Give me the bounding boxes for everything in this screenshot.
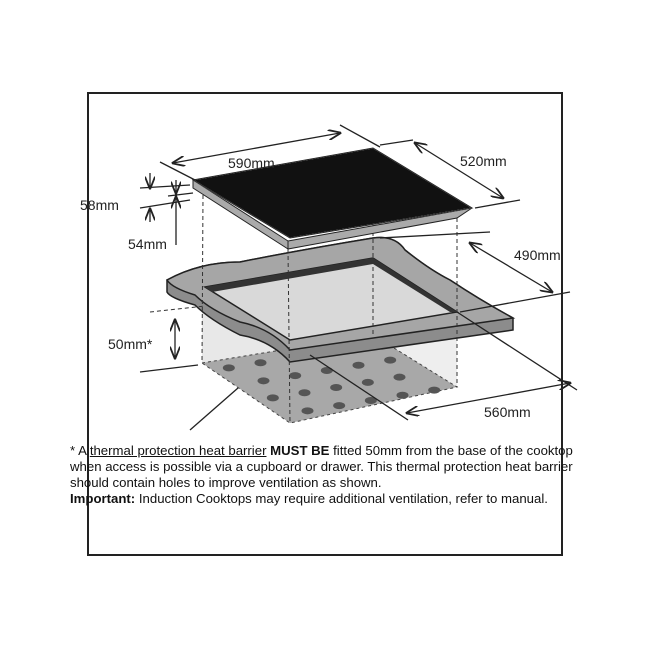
dimension-lines	[139, 124, 578, 431]
note-text: fitted 50mm from the base of the cooktop…	[70, 443, 573, 490]
countertop	[165, 236, 516, 363]
cutout-depth-label: 490mm	[514, 247, 561, 263]
cooktop	[191, 147, 474, 250]
cutout-height-label: 54mm	[128, 236, 167, 252]
ventilation-hole	[222, 364, 235, 372]
note-must-be: MUST BE	[266, 443, 330, 458]
ventilation-hole	[254, 359, 267, 367]
note-barrier-term: thermal protection heat barrier	[89, 443, 267, 458]
ventilation-hole	[333, 402, 346, 410]
important-label: Important:	[70, 491, 136, 506]
ventilation-hole	[330, 384, 343, 392]
ventilation-hole	[361, 378, 374, 386]
width-label: 590mm	[228, 155, 275, 171]
ventilation-hole	[384, 356, 397, 364]
dimension-labels: 590mm 520mm 58mm 54mm 490mm 560mm 50mm*	[80, 153, 561, 420]
ventilation-hole	[301, 407, 314, 415]
total-height-label: 58mm	[80, 197, 119, 213]
depth-label: 520mm	[460, 153, 507, 169]
ventilation-hole	[298, 389, 311, 397]
ventilation-hole	[393, 373, 406, 381]
cutout-width-label: 560mm	[484, 404, 531, 420]
ventilation-hole	[396, 391, 409, 399]
ventilation-hole	[289, 372, 302, 380]
ventilation-hole	[257, 377, 270, 385]
ventilation-hole	[352, 361, 365, 369]
ventilation-hole	[320, 366, 333, 374]
ventilation-hole	[266, 394, 279, 402]
diagram-border	[87, 92, 563, 556]
important-text: Induction Cooktops may require additiona…	[135, 491, 548, 506]
barrier-distance-label: 50mm*	[108, 336, 153, 352]
ventilation-hole	[364, 396, 377, 404]
projection-lines	[149, 194, 458, 424]
ventilation-hole	[428, 386, 441, 394]
note-star: * A	[70, 443, 90, 458]
installation-note: * A thermal protection heat barrier MUST…	[70, 443, 590, 507]
